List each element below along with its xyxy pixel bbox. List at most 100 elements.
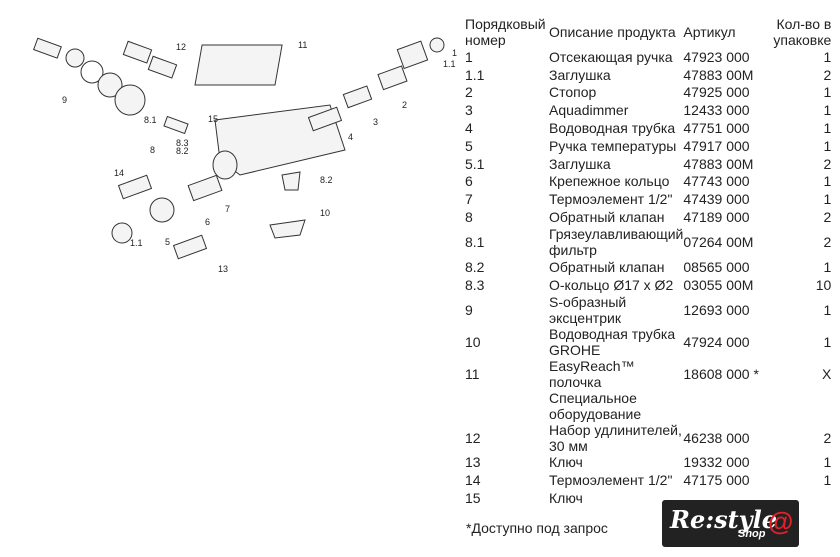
row-number: 1: [465, 48, 473, 65]
diagram-label: 11: [298, 40, 307, 50]
row-description: S-образный эксцентрик: [549, 293, 627, 326]
table-row: 1.1 Заглушка 47883 00M 2: [465, 66, 831, 84]
row-description: Отсекающая ручка: [549, 48, 673, 65]
header-quantity: Кол-во в упаковке: [773, 16, 832, 48]
row-number: 5.1: [465, 155, 485, 172]
row-quantity: 1: [823, 102, 832, 119]
parts-table: Порядковый номер Описание продукта Артик…: [465, 16, 831, 507]
header-description: Описание продукта: [549, 24, 676, 40]
diagram-label: 8.1: [144, 115, 157, 125]
diagram-label: 2: [402, 100, 407, 110]
row-description: О-кольцо Ø17 x Ø2: [549, 276, 674, 293]
row-description: Водоводная трубка GROHE: [549, 325, 676, 358]
diagram-label: 8: [150, 145, 155, 155]
diagram-label: 1.1: [443, 59, 456, 69]
row-quantity: [773, 390, 831, 422]
row-description: Термоэлемент 1/2": [549, 191, 673, 208]
row-number: [465, 390, 549, 422]
row-description: Грязеулавливающий фильтр: [549, 225, 684, 258]
row-number: 4: [465, 120, 473, 137]
row-article: 47189 000: [683, 209, 750, 226]
diagram-label: 15: [208, 114, 218, 124]
row-number: 9: [465, 301, 473, 318]
diagram-label: 4: [348, 132, 353, 142]
diagram-label: 9: [62, 95, 67, 105]
table-header: Порядковый номер Описание продукта Артик…: [465, 16, 831, 48]
row-quantity: 1: [823, 173, 832, 190]
row-number: 1.1: [465, 66, 485, 83]
row-number: 12: [465, 429, 481, 446]
row-number: 3: [465, 102, 473, 119]
row-number: 8: [465, 209, 473, 226]
row-number: 7: [465, 191, 473, 208]
row-quantity: 2: [823, 209, 832, 226]
diagram-label: 7: [225, 204, 230, 214]
row-description: Ключ: [549, 454, 583, 471]
row-article: 07264 00M: [683, 233, 754, 250]
header-number: Порядковый номер: [465, 16, 546, 48]
row-article: 03055 00M: [683, 276, 754, 293]
row-number: 8.3: [465, 276, 485, 293]
row-number: 10: [465, 333, 481, 350]
row-article: 19332 000: [683, 454, 750, 471]
row-description: EasyReach™ полочка: [549, 357, 635, 390]
table-row: 10 Водоводная трубка GROHE 47924 000 1: [465, 326, 831, 358]
logo-text: Re:style: [670, 505, 778, 534]
row-description: Ключ: [549, 490, 583, 507]
row-description: Крепежное кольцо: [549, 173, 670, 190]
diagram-label: 12: [176, 42, 186, 52]
part-labels: 12 11 9 1 1.1 2 3 4 15 8.1 8 8.3 8.2 14 …: [62, 40, 457, 274]
row-description: Обратный клапан: [549, 209, 665, 226]
row-description: Заглушка: [549, 66, 611, 83]
row-quantity: 1: [823, 333, 832, 350]
row-quantity: 1: [823, 48, 832, 65]
table-row: 8 Обратный клапан 47189 000 2: [465, 208, 831, 226]
row-article: [683, 390, 773, 422]
row-quantity: 1: [823, 301, 832, 318]
row-quantity: 2: [823, 66, 832, 83]
row-quantity: 1: [823, 137, 832, 154]
row-description: Заглушка: [549, 155, 611, 172]
diagram-label: 8.2: [320, 175, 333, 185]
diagram-label: 1: [452, 48, 457, 58]
table-row: Специальное оборудование: [465, 390, 831, 422]
row-quantity: 1: [823, 84, 832, 101]
diagram-label: 5: [165, 237, 170, 247]
row-quantity: 10: [815, 276, 832, 293]
row-article: 46238 000: [683, 429, 750, 446]
row-quantity: 2: [823, 155, 832, 172]
diagram-label: 14: [114, 168, 124, 178]
row-number: 6: [465, 173, 473, 190]
table-row: 6 Крепежное кольцо 47743 000 1: [465, 173, 831, 191]
row-article: 12693 000: [683, 301, 750, 318]
logo-mark-icon: @: [768, 506, 794, 536]
row-article: 47743 000: [683, 173, 750, 190]
row-article: 47883 00M: [683, 66, 754, 83]
row-quantity: 1: [823, 191, 832, 208]
spout: [212, 150, 238, 180]
table-row: 9 S-образный эксцентрик 12693 000 1: [465, 294, 831, 326]
diagram-label: 1.1: [130, 238, 143, 248]
row-article: 47751 000: [683, 120, 750, 137]
row-description: Термоэлемент 1/2": [549, 472, 673, 489]
row-article: 47924 000: [683, 333, 750, 350]
row-number: 2: [465, 84, 473, 101]
row-article: 47175 000: [683, 472, 750, 489]
logo-sub: Shop: [738, 528, 766, 540]
row-quantity: 1: [823, 472, 832, 489]
diagram-label: 13: [218, 264, 228, 274]
restyle-shop-logo[interactable]: Re:style Shop @: [662, 500, 799, 547]
row-number: 13: [465, 454, 481, 471]
row-quantity: 1: [823, 258, 832, 275]
